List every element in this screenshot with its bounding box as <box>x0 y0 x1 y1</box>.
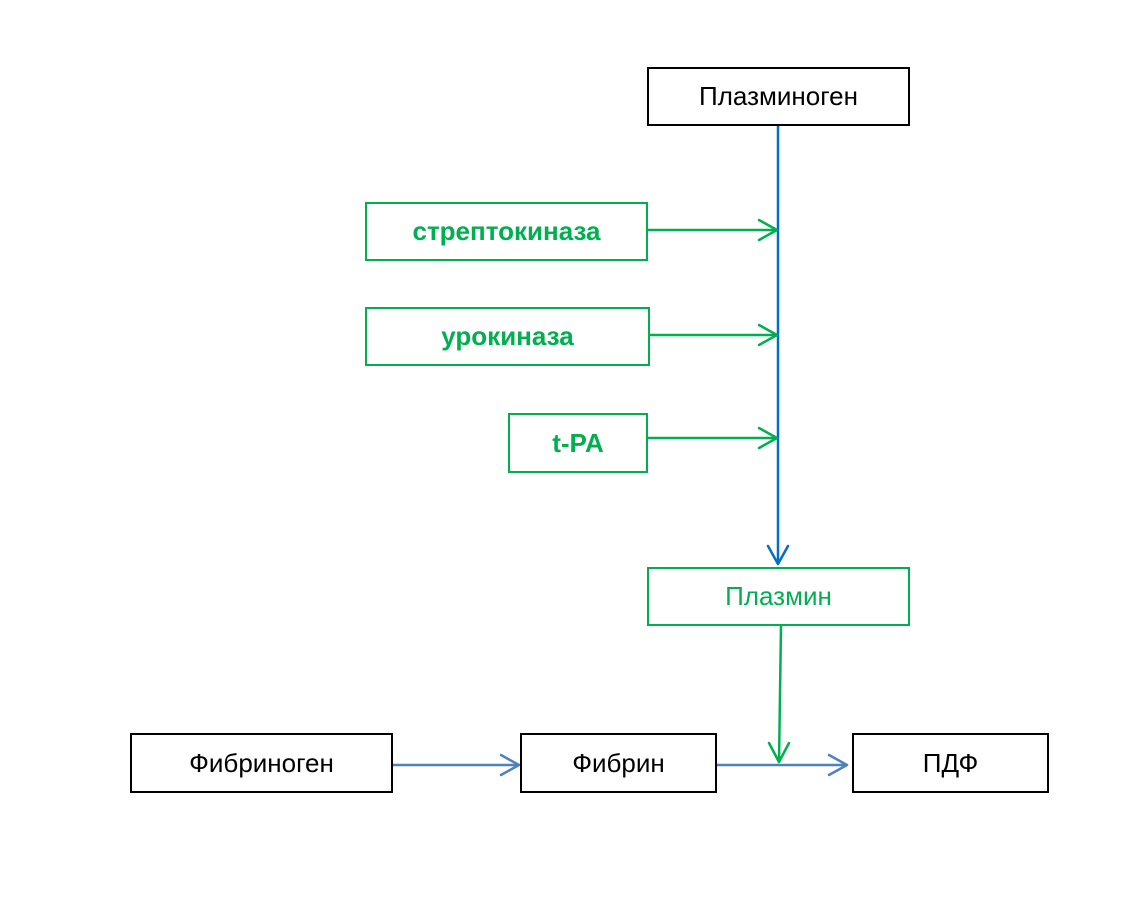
arrowhead-plasmin-action <box>767 741 791 764</box>
node-tpa-label: t-PA <box>552 427 604 458</box>
node-urokinase: урокиназа <box>365 307 650 366</box>
node-fibrin: Фибрин <box>520 733 717 793</box>
arrowhead-urokinase <box>757 323 779 347</box>
node-fibrinogen-label: Фибриноген <box>189 747 334 778</box>
node-plasminogen-label: Плазминоген <box>699 81 858 111</box>
node-fibrin-label: Фибрин <box>572 747 665 778</box>
node-plasminogen: Плазминоген <box>647 67 910 126</box>
arrowhead-streptokinase <box>757 218 779 242</box>
arrow-plasmin-to-fibrin-line <box>777 624 783 764</box>
node-pdf: ПДФ <box>852 733 1049 793</box>
node-pdf-label: ПДФ <box>922 747 979 778</box>
arrowhead-fibrin <box>499 753 521 777</box>
arrowhead-tpa <box>757 426 779 450</box>
node-plasmin-label: Плазмин <box>725 581 832 611</box>
node-plasmin: Плазмин <box>647 567 910 626</box>
node-streptokinase: стрептокиназа <box>365 202 648 261</box>
node-tpa: t-PA <box>508 413 648 473</box>
arrowhead-plasmin <box>766 544 790 566</box>
node-streptokinase-label: стрептокиназа <box>412 216 601 246</box>
arrowhead-pdf <box>827 753 849 777</box>
node-fibrinogen: Фибриноген <box>130 733 393 793</box>
node-urokinase-label: урокиназа <box>441 321 574 351</box>
